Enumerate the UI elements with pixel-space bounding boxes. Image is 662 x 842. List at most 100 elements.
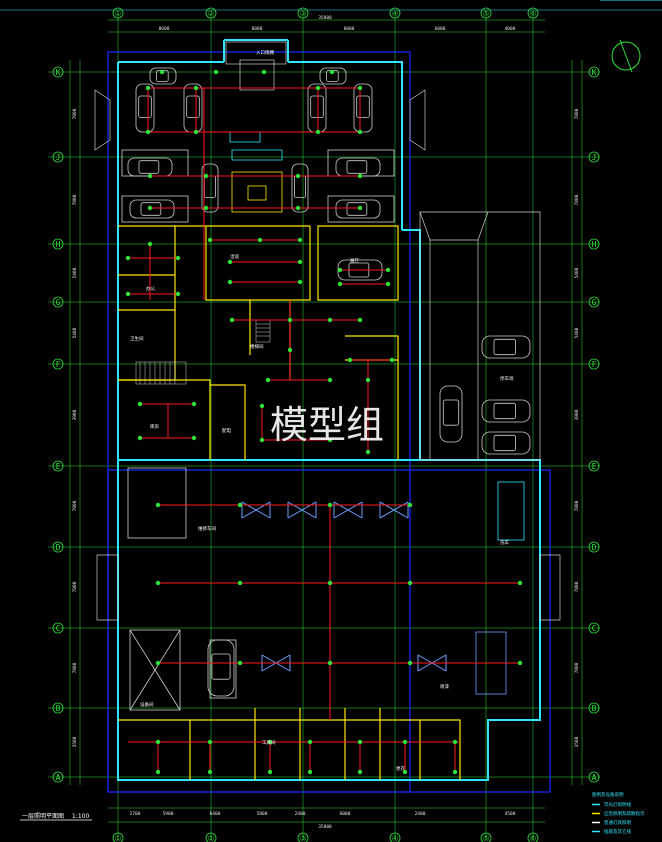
lamp-icon: [155, 502, 161, 508]
lamp-icon: [357, 205, 363, 211]
room-label-storage: 库房: [150, 423, 159, 430]
dimension-label: 7800: [574, 662, 580, 673]
lamp-icon: [193, 129, 199, 135]
lamp-icon: [147, 173, 153, 179]
lamp-icon: [295, 173, 301, 179]
grid-axis-label: F: [592, 360, 597, 369]
car-icon: [135, 83, 155, 133]
lamp-icon: [227, 279, 233, 285]
dimension-label: 5900: [163, 811, 174, 817]
lamp-icon: [259, 403, 265, 409]
car-icon: [127, 157, 173, 177]
grid-axis-label: J: [592, 153, 597, 162]
car-icon: [335, 157, 381, 177]
room-label-workshop: 维修车间: [198, 525, 216, 532]
dimension-label: 35800: [318, 824, 332, 830]
lamp-icon: [175, 255, 181, 261]
fan-icon: [241, 501, 271, 519]
lamp-icon: [237, 660, 243, 666]
lamp-icon: [147, 241, 153, 247]
lamp-icon: [402, 769, 408, 775]
room-label-showroom: 展厅: [350, 258, 359, 264]
car-icon: [183, 83, 203, 133]
entrance-canopy: [225, 41, 287, 91]
dimension-label: 8000: [252, 26, 263, 32]
lamp-icon: [147, 205, 153, 211]
lamp-icon: [327, 437, 333, 443]
car-icon: [207, 639, 235, 697]
car-icon: [481, 431, 531, 455]
dimension-label: 5400: [574, 327, 580, 338]
dimension-label: 7800: [72, 581, 78, 592]
lamp-icon: [327, 580, 333, 586]
lamp-icon: [385, 267, 391, 273]
lamp-icon: [203, 173, 209, 179]
room-label-locker: 更衣: [396, 765, 405, 772]
car-icon: [291, 163, 309, 213]
dimension-label: 6000: [340, 811, 351, 817]
grid-axis-bubble-v: ①①: [112, 7, 124, 842]
grid-axis-label: ⑥: [529, 9, 536, 18]
lamp-icon: [125, 291, 131, 297]
fan-icon: [379, 501, 409, 519]
room-label-tools: 工具间: [262, 739, 276, 746]
grid-axis-label: C: [56, 624, 61, 633]
lamp-icon: [307, 739, 313, 745]
lamp-icon: [452, 769, 458, 775]
car-icon: [439, 385, 463, 443]
legend-title: 图例及设备说明: [592, 791, 624, 798]
lamp-icon: [357, 317, 363, 323]
car-icon: [353, 83, 373, 133]
lamp-icon: [287, 347, 293, 353]
dimension-label: 2400: [415, 811, 426, 817]
dimension-label: 5400: [72, 327, 78, 338]
lamp-icon: [261, 69, 267, 75]
grid-axis-label: ⑤: [482, 834, 489, 842]
lamp-icon: [389, 357, 395, 363]
workshop-equipment: [127, 467, 525, 711]
lamp-icon: [407, 580, 413, 586]
lamp-icon: [229, 317, 235, 323]
lamp-icon: [365, 449, 371, 455]
lamp-icon: [207, 739, 213, 745]
lamp-icon: [295, 205, 301, 211]
grid-axis-label: A: [56, 773, 61, 782]
grid-axis-label: G: [592, 298, 597, 307]
drawing-scale: 1:100: [72, 813, 89, 820]
lamp-icon: [287, 317, 293, 323]
lamp-icon: [265, 377, 271, 383]
lamp-icon: [357, 129, 363, 135]
grid-axis-label: ①: [114, 9, 121, 18]
drawing-title-block: 一层照明平面图 1:100: [20, 813, 92, 821]
legend-item-label: 插座及其它线: [604, 828, 631, 835]
grid-axis-bubble-v: ⑥⑥: [527, 7, 539, 842]
lamp-icon: [329, 69, 335, 75]
dimension-label: 3500: [574, 736, 580, 747]
dimension-label: 5800: [257, 811, 268, 817]
grid-axis-bubble-v: ②②: [205, 7, 217, 842]
grid-axis-bubble-v: ③③: [297, 7, 309, 842]
drawing-title: 一层照明平面图: [22, 813, 64, 820]
legend-item: 荧光灯照明线: [592, 801, 631, 808]
lamp-icon: [297, 279, 303, 285]
room-label-office: 办公: [146, 285, 155, 292]
room-label-stair: 楼梯间: [250, 343, 264, 350]
lamp-icon: [452, 739, 458, 745]
room-label-wash: 洗车: [500, 539, 509, 546]
legend-item: 应急照明及疏散指示: [592, 810, 645, 817]
lamp-icon: [267, 769, 273, 775]
lamp-icon: [407, 502, 413, 508]
lamp-icon: [315, 129, 321, 135]
lamp-icon: [203, 205, 209, 211]
lamp-icon: [402, 739, 408, 745]
grid-axis-label: F: [56, 360, 61, 369]
dimension-label: 8600: [159, 26, 170, 32]
room-label-canopy: 入口雨棚: [256, 49, 274, 56]
legend-item-label: 荧光灯照明线: [604, 801, 631, 808]
